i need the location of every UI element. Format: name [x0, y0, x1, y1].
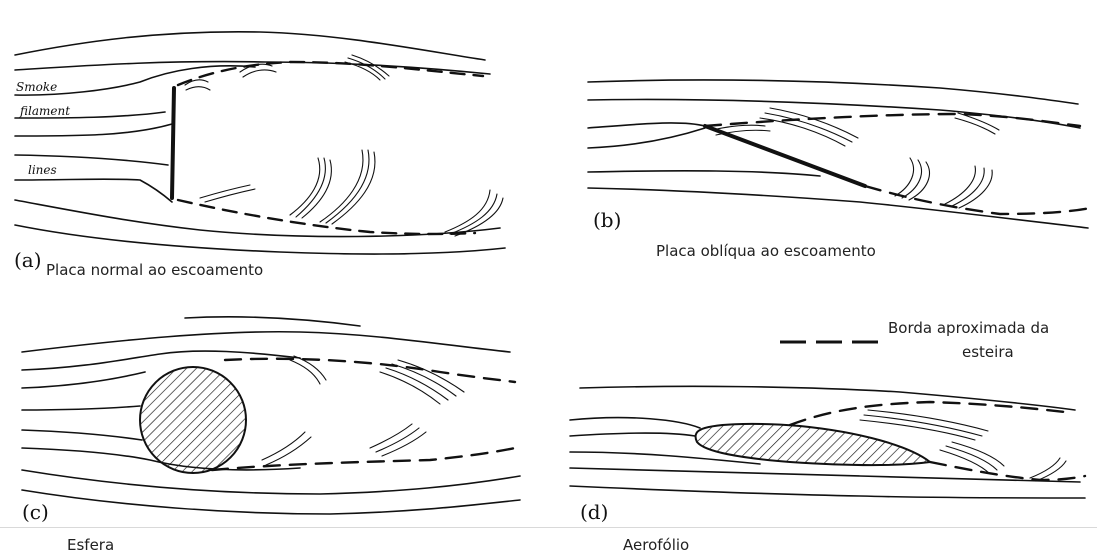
- panel-a-flat-plate: [172, 88, 174, 198]
- panel-d-airfoil: [696, 424, 930, 465]
- panel-d-letter: (d): [580, 500, 608, 524]
- legend-label-line-2: esteira: [962, 343, 1014, 361]
- panel-a-streamlines: [15, 32, 505, 254]
- panel-b-inclined-plate: [705, 126, 865, 186]
- panel-a-diagram: [15, 32, 505, 254]
- smoke-label-line-2: filament: [20, 104, 70, 118]
- bottom-divider: [0, 527, 1097, 528]
- panel-a-vortex-strokes: [185, 55, 503, 236]
- panel-b-letter: (b): [593, 208, 621, 232]
- panel-a-letter: (a): [14, 248, 42, 272]
- panel-c-streamlines: [22, 317, 520, 514]
- panel-c-letter: (c): [22, 500, 49, 524]
- panel-d-caption: Aerofólio: [623, 536, 689, 554]
- panel-b-diagram: [588, 80, 1090, 228]
- smoke-label-line-1: Smoke: [16, 80, 57, 94]
- panel-b-wake-edge: [705, 114, 1090, 214]
- panel-b-caption: Placa oblíqua ao escoamento: [656, 242, 876, 260]
- panel-b-streamlines: [588, 80, 1088, 228]
- panel-a-caption: Placa normal ao escoamento: [46, 261, 263, 279]
- panel-d-diagram: [570, 386, 1085, 498]
- panel-b-vortex-strokes: [712, 108, 999, 208]
- legend-label-line-1: Borda aproximada da: [888, 319, 1049, 337]
- panel-c-vortex-strokes: [262, 356, 464, 465]
- smoke-label-line-3: lines: [28, 163, 57, 177]
- panel-a-wake-edge: [178, 62, 483, 234]
- panel-c-caption: Esfera: [67, 536, 114, 554]
- panel-c-wake-edge: [212, 359, 515, 470]
- panel-c-diagram: [22, 317, 520, 514]
- panel-c-sphere: [140, 367, 246, 473]
